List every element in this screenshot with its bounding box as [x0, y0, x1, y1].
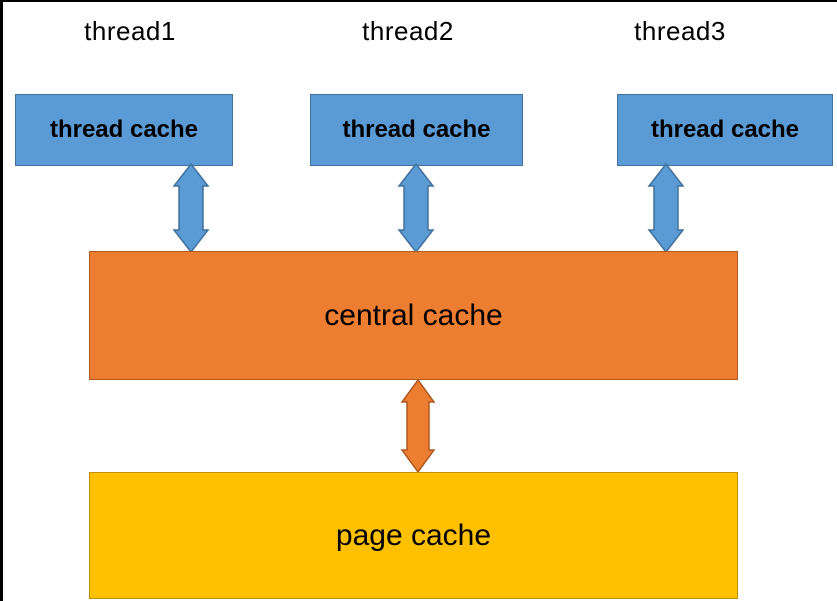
- thread2-cache-box: thread cache: [310, 94, 523, 166]
- thread2-label: thread2: [362, 16, 454, 46]
- thread3-cache-box: thread cache: [617, 94, 833, 166]
- bidirectional-arrow-thread1-central-icon: [172, 163, 210, 253]
- central-cache-box: central cache: [89, 251, 738, 380]
- bidirectional-arrow-thread2-central-icon: [397, 163, 435, 253]
- thread3-label: thread3: [634, 16, 726, 46]
- thread1-label: thread1: [84, 16, 176, 46]
- thread1-cache-box: thread cache: [15, 94, 233, 166]
- bidirectional-arrow-thread3-central-icon: [647, 163, 685, 253]
- bidirectional-arrow-central-page-icon: [400, 379, 436, 473]
- page-cache-box: page cache: [89, 472, 738, 599]
